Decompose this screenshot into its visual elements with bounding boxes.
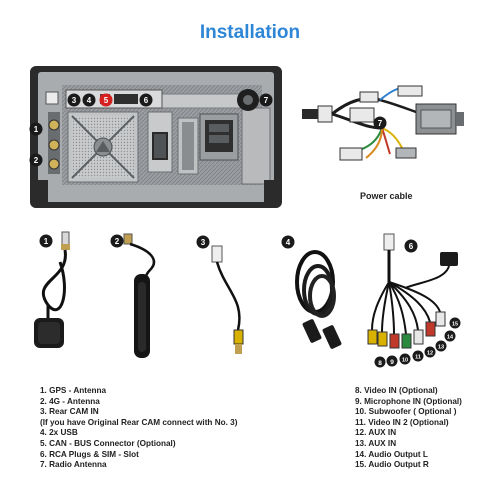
panel-badge-2: 2 (29, 153, 43, 167)
svg-text:6: 6 (144, 96, 149, 105)
cooling-fan (67, 111, 139, 183)
rca-badge-9: 9 (386, 355, 398, 367)
legend-item: 8. Video IN (Optional) (355, 386, 438, 395)
legend-right: 8. Video IN (Optional) 9. Microphone IN … (355, 386, 462, 471)
gps-antenna: 1 (34, 231, 70, 348)
rca-badge-15: 15 (449, 317, 461, 329)
harness-badge-7: 7 (373, 116, 387, 130)
left-connectors (45, 91, 60, 174)
panel-badge-4: 4 (82, 93, 96, 107)
svg-text:2: 2 (34, 156, 39, 165)
rca-badge-12: 12 (424, 346, 436, 358)
legend-item: 4. 2x USB (40, 428, 78, 438)
svg-text:4: 4 (286, 238, 291, 247)
legend-item: 15. Audio Output R (355, 460, 429, 470)
panel-badge-6: 6 (139, 93, 153, 107)
svg-text:4: 4 (87, 96, 92, 105)
rear-cam-cable: 3 (196, 235, 244, 354)
svg-text:6: 6 (409, 242, 414, 251)
rca-badges: 8 9 10 11 12 13 14 15 (374, 317, 461, 368)
svg-text:11: 11 (415, 355, 421, 361)
panel-badge-1: 1 (29, 122, 43, 136)
page-title: Installation (199, 22, 301, 43)
power-cable-harness: 7 (302, 85, 464, 161)
rca-badge-8: 8 (374, 356, 386, 368)
rca-plugs-cable: 6 (367, 233, 458, 349)
power-cable-label: Power cable (360, 191, 413, 201)
rca-badge-10: 10 (399, 353, 411, 365)
legend-item: 10. Subwoofer ( Optional ) (355, 407, 457, 417)
svg-text:10: 10 (402, 358, 408, 364)
legend-item: 6. RCA Plugs & SIM - Slot (40, 449, 139, 459)
svg-text:3: 3 (201, 238, 206, 247)
panel-badge-3: 3 (67, 93, 81, 107)
legend-note: (If you have Original Rear CAM connect w… (40, 417, 238, 427)
legend-item: 1. GPS - Antenna (40, 386, 107, 395)
legend-item: 7. Radio Antenna (40, 460, 107, 470)
panel-badge-5: 5 (99, 93, 113, 107)
legend-item: 5. CAN - BUS Connector (Optional) (40, 438, 176, 448)
svg-text:3: 3 (72, 96, 77, 105)
svg-text:2: 2 (115, 237, 120, 246)
panel-badge-7: 7 (259, 93, 273, 107)
legend-item: 11. Video IN 2 (Optional) (355, 417, 449, 427)
legend-left: 1. GPS - Antenna 2. 4G - Antenna 3. Rear… (40, 386, 237, 471)
legend-item: 14. Audio Output L (355, 449, 428, 459)
head-unit-back (30, 66, 282, 208)
rca-badge-11: 11 (412, 350, 424, 362)
svg-text:1: 1 (34, 125, 39, 134)
rca-badge-13: 13 (435, 340, 447, 352)
4g-antenna: 2 (110, 233, 156, 358)
svg-text:14: 14 (447, 335, 454, 341)
svg-text:8: 8 (378, 360, 382, 367)
svg-text:7: 7 (378, 119, 383, 128)
svg-text:5: 5 (104, 96, 109, 105)
panel-badges: 1 2 3 4 5 6 7 (29, 93, 273, 167)
legend-item: 12. AUX IN (355, 428, 397, 438)
svg-text:12: 12 (427, 351, 433, 357)
rca-badge-14: 14 (444, 330, 456, 342)
svg-text:1: 1 (44, 237, 49, 246)
svg-text:13: 13 (438, 345, 444, 351)
svg-text:15: 15 (452, 322, 458, 328)
svg-text:7: 7 (264, 96, 269, 105)
legend-item: 3. Rear CAM IN (40, 407, 99, 417)
usb-cable: 4 (281, 235, 342, 349)
legend-item: 13. AUX IN (355, 438, 397, 448)
legend-item: 2. 4G - Antenna (40, 396, 100, 406)
legend-item: 9. Microphone IN (Optional) (355, 396, 462, 406)
svg-text:9: 9 (390, 359, 394, 366)
